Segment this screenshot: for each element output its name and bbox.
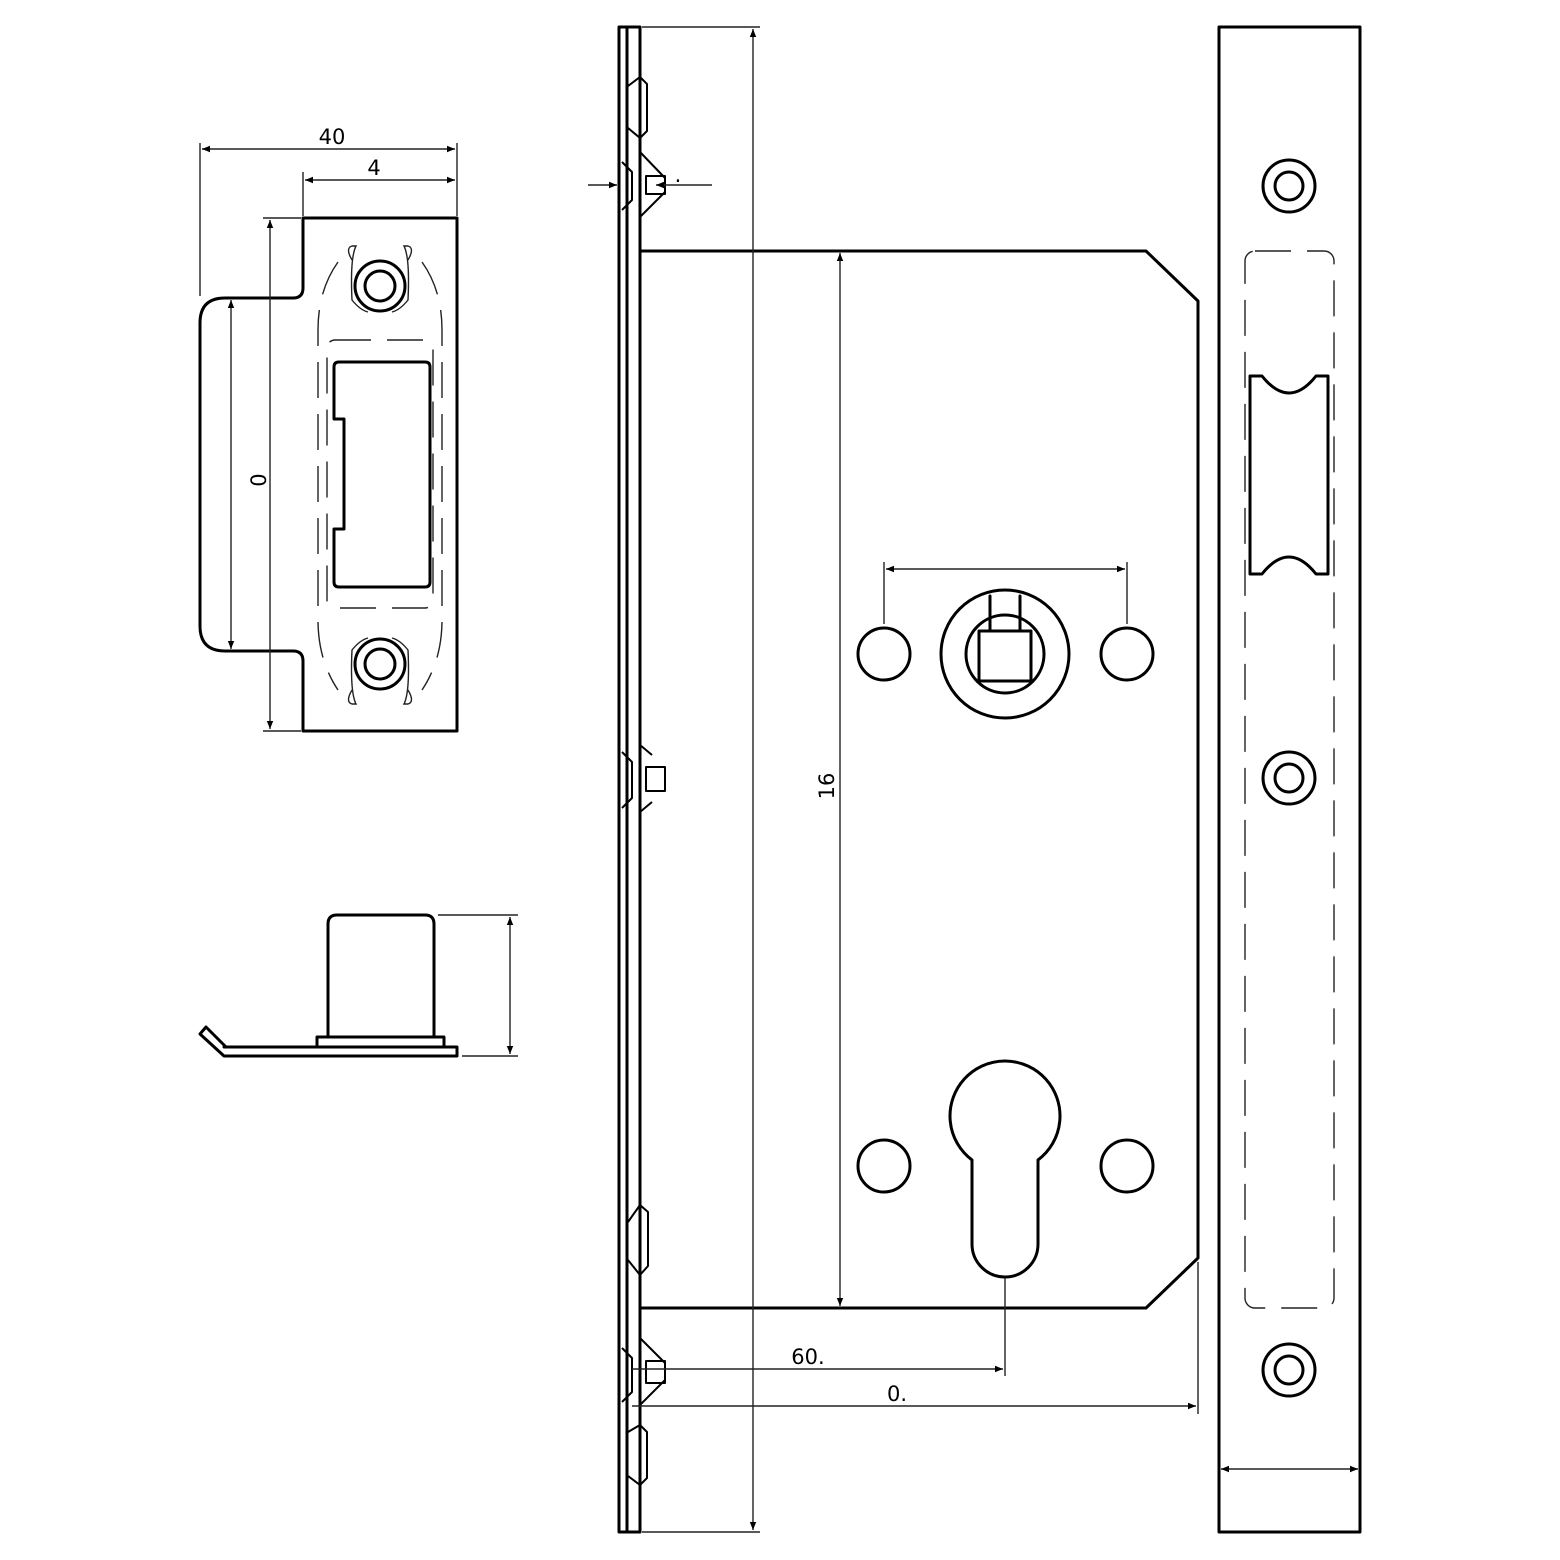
dim-label-case-depth: 0. — [887, 1382, 907, 1406]
strike-plate-front-view: 40 4 0 — [198, 125, 459, 733]
dimension-forend-thickness: . — [588, 163, 712, 189]
forend-screw-hole-top — [1261, 158, 1317, 214]
strike-box-recess — [326, 339, 434, 609]
forend-screw-middle — [621, 744, 666, 813]
forend-plate — [1217, 25, 1362, 1534]
screw-hole-top — [347, 245, 413, 313]
forend-tab-bottom — [627, 1424, 648, 1486]
dimension-plate-height: 0 — [227, 217, 301, 732]
latch-opening — [1248, 374, 1330, 576]
dim-label-overall-width: 40 — [319, 125, 346, 149]
forend-front-view — [1217, 25, 1362, 1534]
strike-lip — [198, 1025, 459, 1058]
dim-label-plate-height: 0 — [247, 473, 271, 486]
forend-tab-lower — [627, 1204, 649, 1276]
strike-plate-side-view — [198, 913, 518, 1058]
dimension-backset: 60. — [632, 1278, 1006, 1376]
strike-plate-outline — [198, 216, 459, 733]
fixing-hole-upper-right — [1099, 626, 1155, 682]
dim-label-forend-thickness: . — [675, 163, 682, 187]
case-outline-hidden — [1244, 250, 1335, 1309]
dim-label-plate-width: 4 — [367, 156, 380, 180]
screw-hole-bottom — [347, 637, 413, 705]
fixing-hole-lower-left — [856, 1138, 912, 1194]
euro-cylinder-cutout — [948, 1059, 1062, 1279]
dimension-overall-height — [642, 26, 760, 1533]
dim-label-backset: 60. — [791, 1345, 824, 1369]
forend-outer — [617, 25, 642, 1534]
fixing-hole-upper-left — [856, 626, 912, 682]
dimension-plate-width: 4 — [302, 156, 455, 216]
strike-recess-outline — [317, 261, 339, 691]
dimension-overall-width: 40 — [199, 125, 458, 296]
fixing-hole-lower-right — [1099, 1138, 1155, 1194]
forend-screw-hole-bottom — [1261, 1342, 1317, 1398]
forend-screw-bottom — [621, 1337, 666, 1406]
dim-label-case-height: 16 — [815, 773, 839, 800]
lock-side-view: 16 . 60. 0. — [588, 25, 1200, 1534]
dimension-case-height: 16 — [815, 253, 844, 1306]
dimension-strike-depth — [438, 914, 518, 1057]
forend-screw-hole-middle — [1261, 750, 1317, 806]
dimension-case-depth: 0. — [632, 1262, 1199, 1414]
dimension-centres — [883, 562, 1128, 624]
forend-tab-top — [627, 76, 648, 139]
spindle-follower — [939, 588, 1071, 720]
strike-box — [326, 913, 436, 1039]
strike-keep-opening — [332, 360, 432, 589]
lock-case — [638, 249, 1200, 1310]
